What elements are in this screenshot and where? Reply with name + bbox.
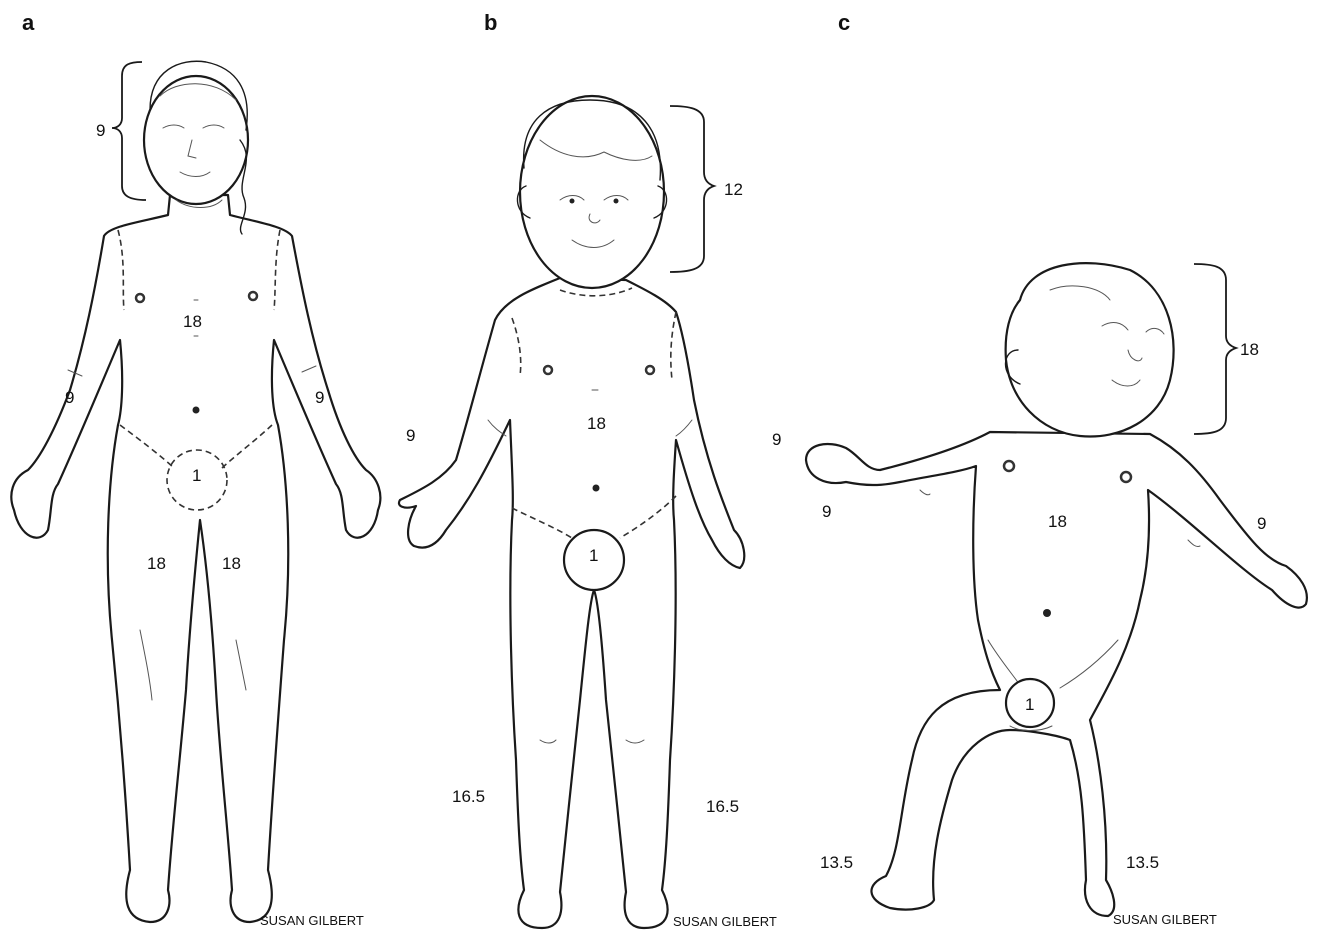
figure-a-older-child (11, 61, 380, 922)
label-perineum-a: 1 (192, 466, 201, 485)
label-head-b: 12 (724, 180, 743, 199)
label-right-leg-c: 13.5 (1126, 853, 1159, 872)
label-perineum-b: 1 (589, 546, 598, 565)
label-right-arm-b: 9 (772, 430, 781, 449)
panel-c-letter: c (838, 10, 850, 35)
label-trunk-a: 18 (183, 312, 202, 331)
label-left-arm-b: 9 (406, 426, 415, 445)
panel-b: b (399, 10, 782, 929)
artist-credit-b: SUSAN GILBERT (673, 914, 777, 929)
panel-b-letter: b (484, 10, 497, 35)
panel-c: c 18 9 9 18 1 (806, 10, 1307, 927)
label-left-leg-a: 18 (147, 554, 166, 573)
label-perineum-c: 1 (1025, 695, 1034, 714)
figure-b-toddler (399, 96, 744, 928)
head-brace-b (670, 106, 714, 272)
head-brace-c (1194, 264, 1236, 434)
label-trunk-c: 18 (1048, 512, 1067, 531)
head-brace-a (112, 62, 146, 200)
label-right-leg-b: 16.5 (706, 797, 739, 816)
label-left-leg-b: 16.5 (452, 787, 485, 806)
panel-a: a (11, 10, 380, 928)
label-head-c: 18 (1240, 340, 1259, 359)
panel-a-letter: a (22, 10, 35, 35)
figure-c-infant (806, 263, 1307, 916)
label-left-arm-c: 9 (822, 502, 831, 521)
label-left-arm-a: 9 (65, 388, 74, 407)
label-right-arm-a: 9 (315, 388, 324, 407)
label-left-leg-c: 13.5 (820, 853, 853, 872)
artist-credit-c: SUSAN GILBERT (1113, 912, 1217, 927)
label-right-leg-a: 18 (222, 554, 241, 573)
artist-credit-a: SUSAN GILBERT (260, 913, 364, 928)
label-trunk-b: 18 (587, 414, 606, 433)
label-head-a: 9 (96, 121, 105, 140)
label-right-arm-c: 9 (1257, 514, 1266, 533)
